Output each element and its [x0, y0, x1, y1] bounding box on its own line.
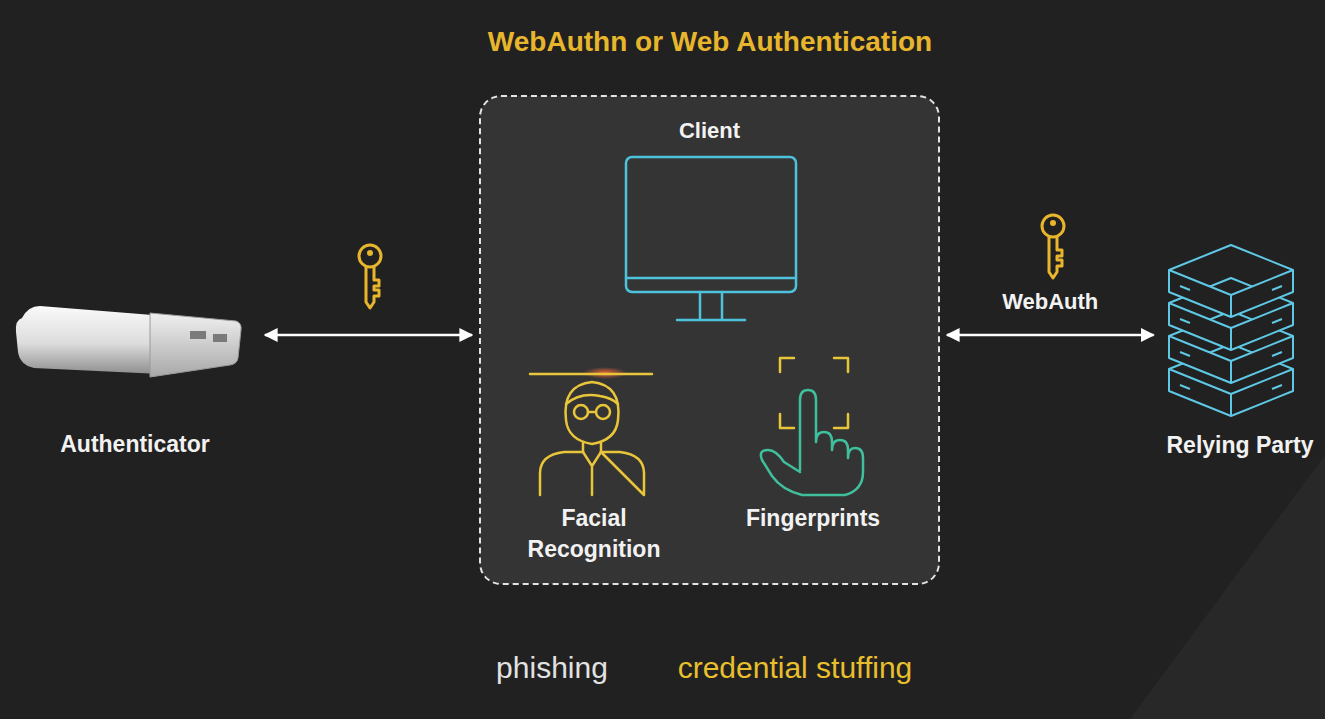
connector-arrow: [265, 334, 472, 337]
glasses-lens: [596, 405, 610, 419]
server-stack-icon: [1169, 245, 1293, 416]
glasses-lens: [574, 405, 588, 419]
monitor-stand: [700, 292, 722, 319]
relying-party-node: Relying Party: [1159, 232, 1322, 473]
monitor-base: [677, 319, 745, 322]
hair-line: [566, 395, 618, 404]
face-icon: [530, 367, 652, 495]
fingerprint-icon: [761, 358, 863, 495]
client-panel: [480, 96, 939, 584]
monitor-chin: [626, 277, 796, 280]
biometric-node: Fingerprints: [729, 352, 897, 534]
usb-body: [16, 306, 165, 374]
node-label: Authenticator: [60, 429, 210, 460]
glasses-bridge: [588, 411, 596, 414]
server-slab: [1169, 245, 1293, 317]
connector-label: WebAuth: [1002, 288, 1098, 316]
threat-label: phishing: [496, 650, 608, 686]
node-label: Facial Recognition: [519, 503, 669, 565]
key-icon: [359, 245, 381, 308]
usb-connector: [150, 313, 241, 377]
slab-outline: [1169, 245, 1293, 317]
threat-label: credential stuffing: [678, 650, 913, 686]
monitor-screen: [626, 157, 796, 292]
biometric-node: Facial Recognition: [511, 359, 677, 569]
key-icon: [1042, 215, 1064, 278]
node-label: Relying Party: [1167, 430, 1314, 461]
node-label: Fingerprints: [746, 503, 880, 534]
slab-vent: [1180, 385, 1282, 389]
slab-vent: [1180, 352, 1282, 356]
collar: [583, 452, 601, 495]
slab-vent: [1180, 286, 1282, 290]
scan-line: [530, 373, 652, 376]
usb-hole: [213, 334, 227, 342]
usb-hole: [190, 331, 206, 339]
node-label: Client: [679, 115, 740, 146]
client-group: ClientFacial Recognition Fingerprints: [479, 95, 940, 585]
connector-arrow: [947, 334, 1154, 337]
authenticator-node: Authenticator: [10, 292, 260, 472]
monitor-icon: [626, 157, 796, 320]
background-shade: [1130, 455, 1325, 719]
diagram-title: WebAuthn or Web Authentication: [488, 25, 932, 59]
usb-key-illustration: [16, 306, 241, 377]
pointing-hand: [761, 390, 863, 495]
shoulders: [540, 452, 644, 495]
head-outline: [566, 382, 619, 444]
neck: [583, 443, 601, 452]
slab-vent: [1180, 319, 1282, 323]
